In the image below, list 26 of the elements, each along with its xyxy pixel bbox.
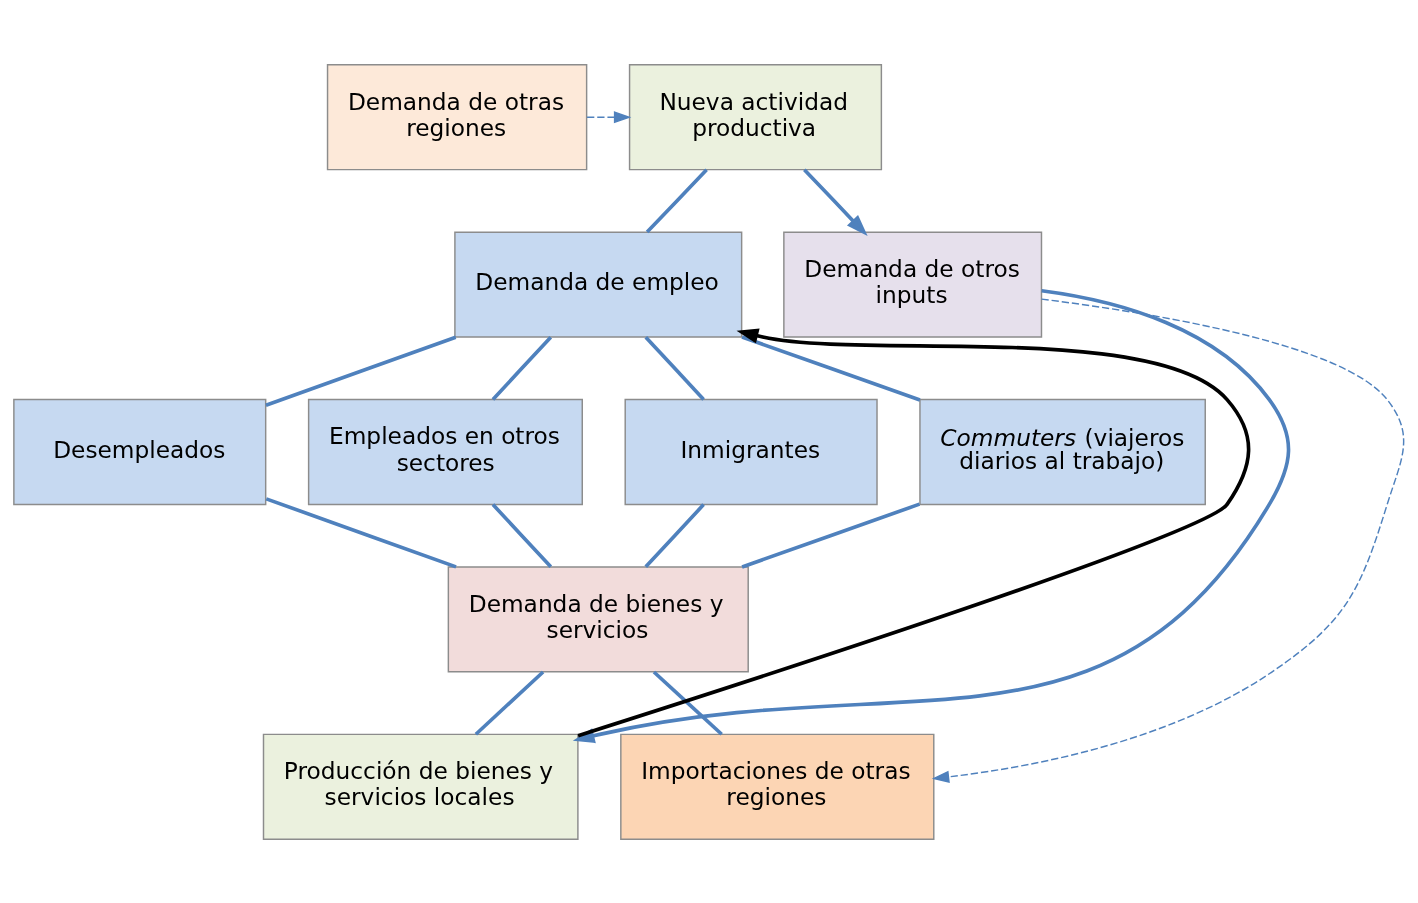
connector [652, 670, 723, 736]
node-box: Demanda de empleo [454, 231, 743, 338]
node-box: Demanda de otras regiones [326, 63, 588, 170]
arrow [931, 297, 1405, 783]
arrow [586, 110, 632, 123]
connector [644, 335, 705, 401]
node-box: Inmigrantes [624, 398, 878, 505]
node-box: Desempleados [13, 398, 267, 505]
connector [741, 334, 921, 402]
node-box: Demanda de bienes y servicios [447, 565, 749, 672]
node-box: Empleados en otros sectores [307, 398, 583, 505]
node-box: Importaciones de otras regiones [620, 733, 935, 840]
arrow [577, 327, 1251, 737]
node-box: Demanda de otros inputs [783, 231, 1043, 338]
connector [645, 168, 708, 233]
connector [474, 670, 545, 736]
connector [491, 335, 553, 401]
connector [491, 502, 553, 568]
connector [644, 502, 705, 568]
node-box: Commuters (viajeros diarios al trabajo) [919, 398, 1206, 505]
arrow [803, 168, 868, 236]
connector [265, 335, 457, 407]
node-box: Producción de bienes y servicios locales [262, 733, 579, 840]
connector [265, 496, 457, 569]
node-box: Nueva actividad productiva [628, 63, 883, 170]
connector [741, 501, 921, 569]
